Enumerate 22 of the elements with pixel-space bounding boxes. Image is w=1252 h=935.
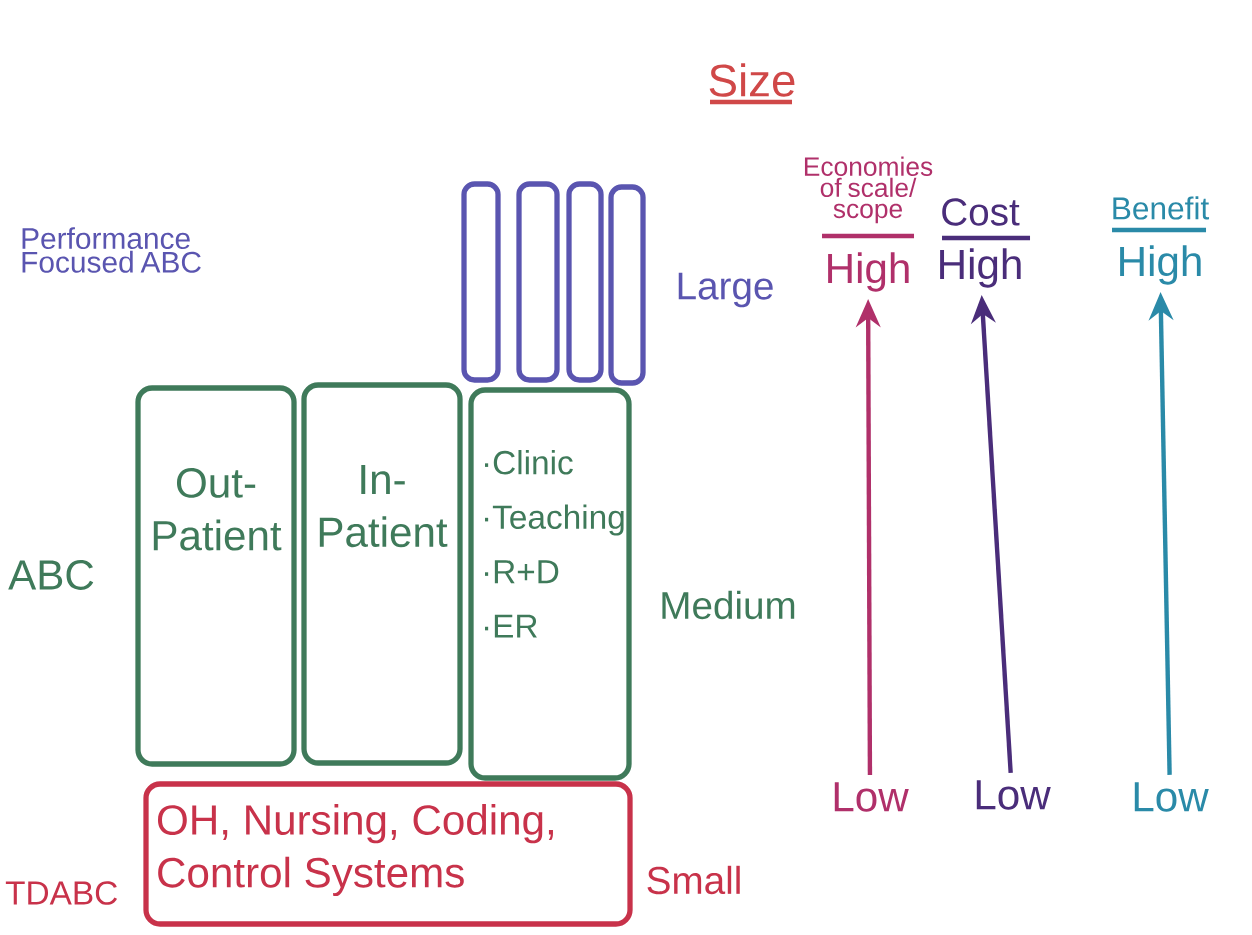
level-label: ABC xyxy=(8,560,94,590)
column-heading: Benefit xyxy=(1113,196,1210,220)
title: Size xyxy=(709,63,795,97)
column-heading: Economies of scale/ scope xyxy=(804,156,933,224)
department-box: Out-Patient xyxy=(135,385,297,767)
empty-column-box xyxy=(566,181,604,383)
department-box: ·Clinic ·Teaching ·R+D ·ER xyxy=(468,387,632,781)
scale-end-text: High xyxy=(940,248,1021,288)
department-box: In-Patient xyxy=(301,382,463,766)
scale-end-text: Low xyxy=(1134,782,1209,812)
size-label: Small xyxy=(647,865,740,895)
empty-column-box xyxy=(461,181,501,383)
size-label: Large xyxy=(678,272,773,308)
empty-column-box xyxy=(516,181,560,383)
scale-end-text: High xyxy=(828,252,909,292)
empty-column-box xyxy=(608,184,646,386)
level-label: Performance Focused ABC xyxy=(22,227,201,273)
column-heading: Cost xyxy=(942,198,1020,226)
scale-end-text: Low xyxy=(976,780,1051,810)
scale-end-text: Low xyxy=(834,782,909,812)
support-box: OH, Nursing, Coding, Control Systems xyxy=(143,781,633,927)
scale-end-text: High xyxy=(1120,245,1201,285)
